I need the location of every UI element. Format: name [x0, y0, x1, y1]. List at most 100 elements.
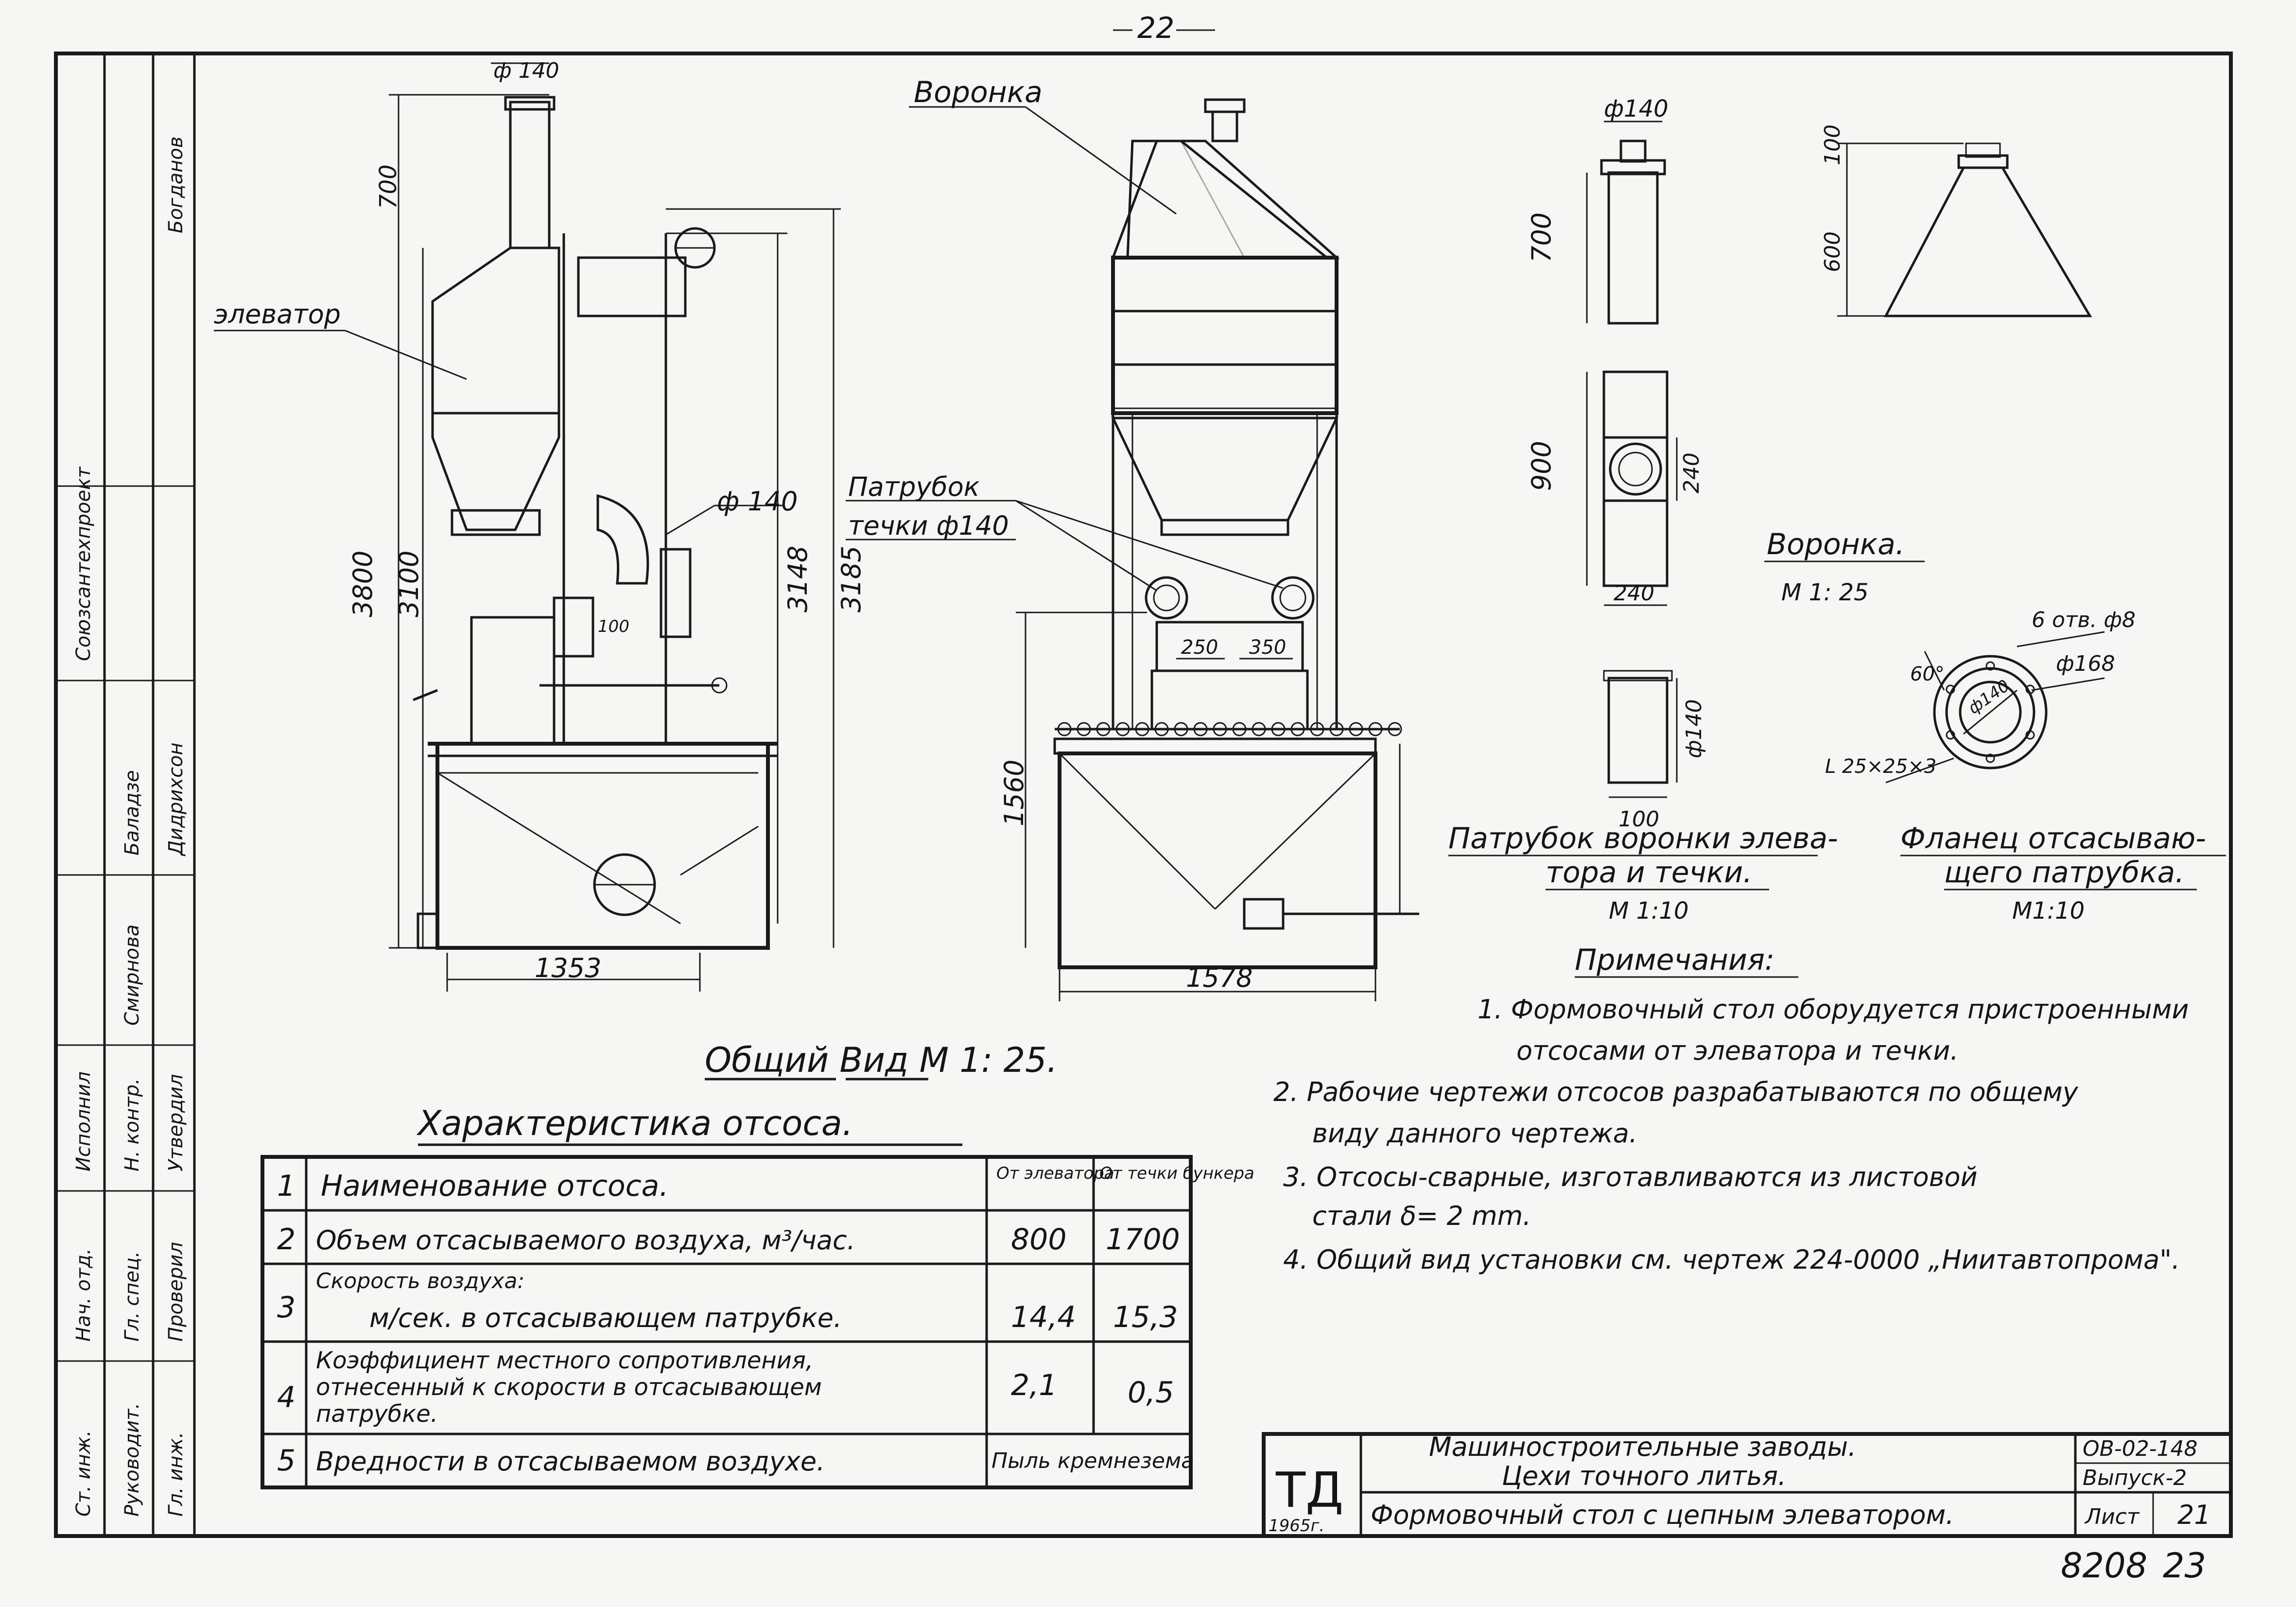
sheet-frame	[54, 52, 2233, 1538]
flange-corner-profile: L 25×25×3	[1825, 755, 1936, 778]
scan-page: 23	[2163, 1546, 2206, 1586]
flange-angle: 60°	[1910, 663, 1945, 685]
row3-name: Скорость воздуха:	[316, 1269, 524, 1293]
title-year: 1965г.	[1269, 1516, 1324, 1536]
dim-p-700: 700	[1526, 212, 1557, 262]
dim-f-100: 100	[1820, 124, 1845, 165]
flange-caption-1: Фланец отсасываю-	[1900, 821, 2206, 856]
dim-p-240v: 240	[1679, 453, 1704, 493]
row2-name: Объем отсасываемого воздуха, м³/час.	[316, 1225, 855, 1256]
scan-number: 8208	[2061, 1546, 2147, 1586]
title-drawing-name: Формовочный стол с цепным элеватором.	[1371, 1500, 1954, 1530]
dim-3100: 3100	[394, 551, 424, 617]
flange-scale: М1:10	[2012, 897, 2085, 925]
pipe-detail-view: ф140 700 900 240 240 ф140 100	[1526, 95, 1706, 832]
label-branch-pipe-1: Патрубок	[848, 472, 980, 502]
stamp-entry-7: Исполнил	[72, 1071, 95, 1171]
dim-3185: 3185	[836, 546, 867, 612]
dim-700: 700	[375, 164, 402, 209]
pipe-caption-2: тора и течки.	[1546, 856, 1752, 890]
title-org-2: Цехи точного литья.	[1502, 1461, 1786, 1491]
stamp-entry-14: Богданов	[165, 137, 187, 233]
stamp-entry-4: Нач. отд.	[72, 1248, 95, 1342]
dim-250: 250	[1181, 636, 1218, 659]
note-line-5: 3. Отсосы-сварные, изготавливаются из ли…	[1283, 1162, 1978, 1192]
flange-detail-view: 6 отв. ф8 ф168 ф140 60° L 25×25×3	[1825, 608, 2136, 784]
title-sheet-no: 21	[2177, 1500, 2211, 1530]
stamp-entry-9: Утвердил	[165, 1074, 187, 1171]
label-elevator: элеватор	[214, 299, 341, 330]
dim-p2-phi140: ф140	[1682, 699, 1706, 758]
front-elevation-view: Воронка Патрубок течки ф140 1560 1578 25…	[846, 75, 1419, 1001]
row2-v1: 800	[1011, 1223, 1067, 1257]
flange-holes: 6 отв. ф8	[2032, 608, 2136, 632]
row4-name2: отнесенный к скорости в отсасывающем	[316, 1374, 822, 1401]
row4-n: 4	[277, 1380, 296, 1415]
row4-name: Коэффициент местного сопротивления,	[316, 1347, 813, 1374]
note-line-3: 2. Рабочие чертежи отсосов разрабатывают…	[1273, 1077, 2079, 1107]
dim-f-600: 600	[1820, 231, 1845, 272]
pipe-scale: М 1:10	[1609, 897, 1688, 925]
side-stamp-block: Ст. инж. Руководит. Гл. инж. Нач. отд. Г…	[56, 53, 196, 1536]
dim-1353: 1353	[535, 953, 601, 983]
funnel-scale: М 1: 25	[1781, 579, 1869, 606]
side-elevation-view: ф 140 700 3800 3100 3148 3185 1353 элева…	[214, 58, 867, 992]
row3-name2: м/сек. в отсасывающем патрубке.	[369, 1303, 842, 1333]
note-line-7: 4. Общий вид установки см. чертеж 224-00…	[1283, 1244, 2180, 1275]
stamp-entry-12: Дидрихсон	[165, 742, 187, 856]
title-logo: ТД	[1275, 1462, 1343, 1519]
row4-name3: патрубке.	[316, 1400, 438, 1428]
table-col2: От течки бункера	[1099, 1164, 1254, 1183]
dim-p-900: 900	[1526, 441, 1557, 491]
title-block: ТД 1965г. Машиностроительные заводы. Цех…	[1262, 1432, 2233, 1538]
dim-1560: 1560	[999, 760, 1029, 826]
stamp-entry-8: Н. контр.	[121, 1078, 143, 1171]
dim-1578: 1578	[1186, 962, 1252, 993]
title-org-1: Машиностроительные заводы.	[1429, 1432, 1856, 1462]
row2-n: 2	[277, 1223, 296, 1257]
flange-d168: ф168	[2056, 651, 2115, 676]
dim-p-240h: 240	[1614, 581, 1654, 606]
notes-title: Примечания:	[1575, 943, 1774, 977]
row4-v1: 2,1	[1011, 1368, 1057, 1402]
pipe-caption-1: Патрубок воронки элева-	[1448, 821, 1838, 856]
stamp-entry-6: Проверил	[165, 1242, 187, 1342]
table-col1: От элеватора	[996, 1164, 1114, 1183]
stamp-entry-1: Ст. инж.	[72, 1430, 95, 1517]
flange-caption-2: щего патрубка.	[1944, 856, 2184, 890]
dim-3148: 3148	[783, 546, 813, 612]
dim-phi140-top: ф 140	[493, 58, 559, 83]
row3-v2: 15,3	[1113, 1300, 1178, 1334]
row4-v2: 0,5	[1128, 1376, 1174, 1410]
row2-v2: 1700	[1106, 1223, 1180, 1257]
note-line-2: отсосами от элеватора и течки.	[1516, 1035, 1959, 1066]
dim-100-small: 100	[598, 617, 629, 636]
stamp-entry-10: Союзсантехпроект	[72, 466, 95, 661]
dim-p2-100: 100	[1618, 807, 1659, 832]
note-line-4: виду данного чертежа.	[1312, 1118, 1637, 1149]
chain-links	[1057, 722, 1402, 736]
stamp-entry-5: Гл. спец.	[121, 1251, 143, 1342]
stamp-entry-13: Смирнова	[121, 925, 143, 1026]
stamp-entry-3: Гл. инж.	[165, 1432, 187, 1517]
note-line-1: 1. Формовочный стол оборудуется пристрое…	[1478, 994, 2189, 1025]
stamp-entry-11: Баладзе	[121, 770, 143, 856]
row3-n: 3	[277, 1291, 296, 1325]
stamp-entry-2: Руководит.	[121, 1403, 143, 1517]
dim-350: 350	[1249, 636, 1286, 659]
dim-3800: 3800	[348, 551, 378, 617]
row5-name: Вредности в отсасываемом воздухе.	[316, 1446, 825, 1477]
general-view-caption: Общий Вид М 1: 25.	[705, 1040, 1058, 1080]
row3-v1: 14,4	[1011, 1300, 1076, 1334]
funnel-caption: Воронка.	[1767, 527, 1905, 561]
funnel-detail-view: 100 600 Воронка. М 1: 25	[1764, 124, 2092, 606]
characteristics-table: Характеристика отсоса. От элеватора От т…	[261, 1103, 1254, 1489]
table-title: Характеристика отсоса.	[416, 1103, 853, 1143]
label-phi140-pipe: ф 140	[717, 486, 798, 517]
row1-n: 1	[277, 1169, 296, 1203]
label-funnel-top: Воронка	[914, 75, 1043, 109]
dim-p-phi140: ф140	[1604, 95, 1669, 122]
notes-block: Примечания: 1. Формовочный стол оборудуе…	[1273, 943, 2189, 1275]
